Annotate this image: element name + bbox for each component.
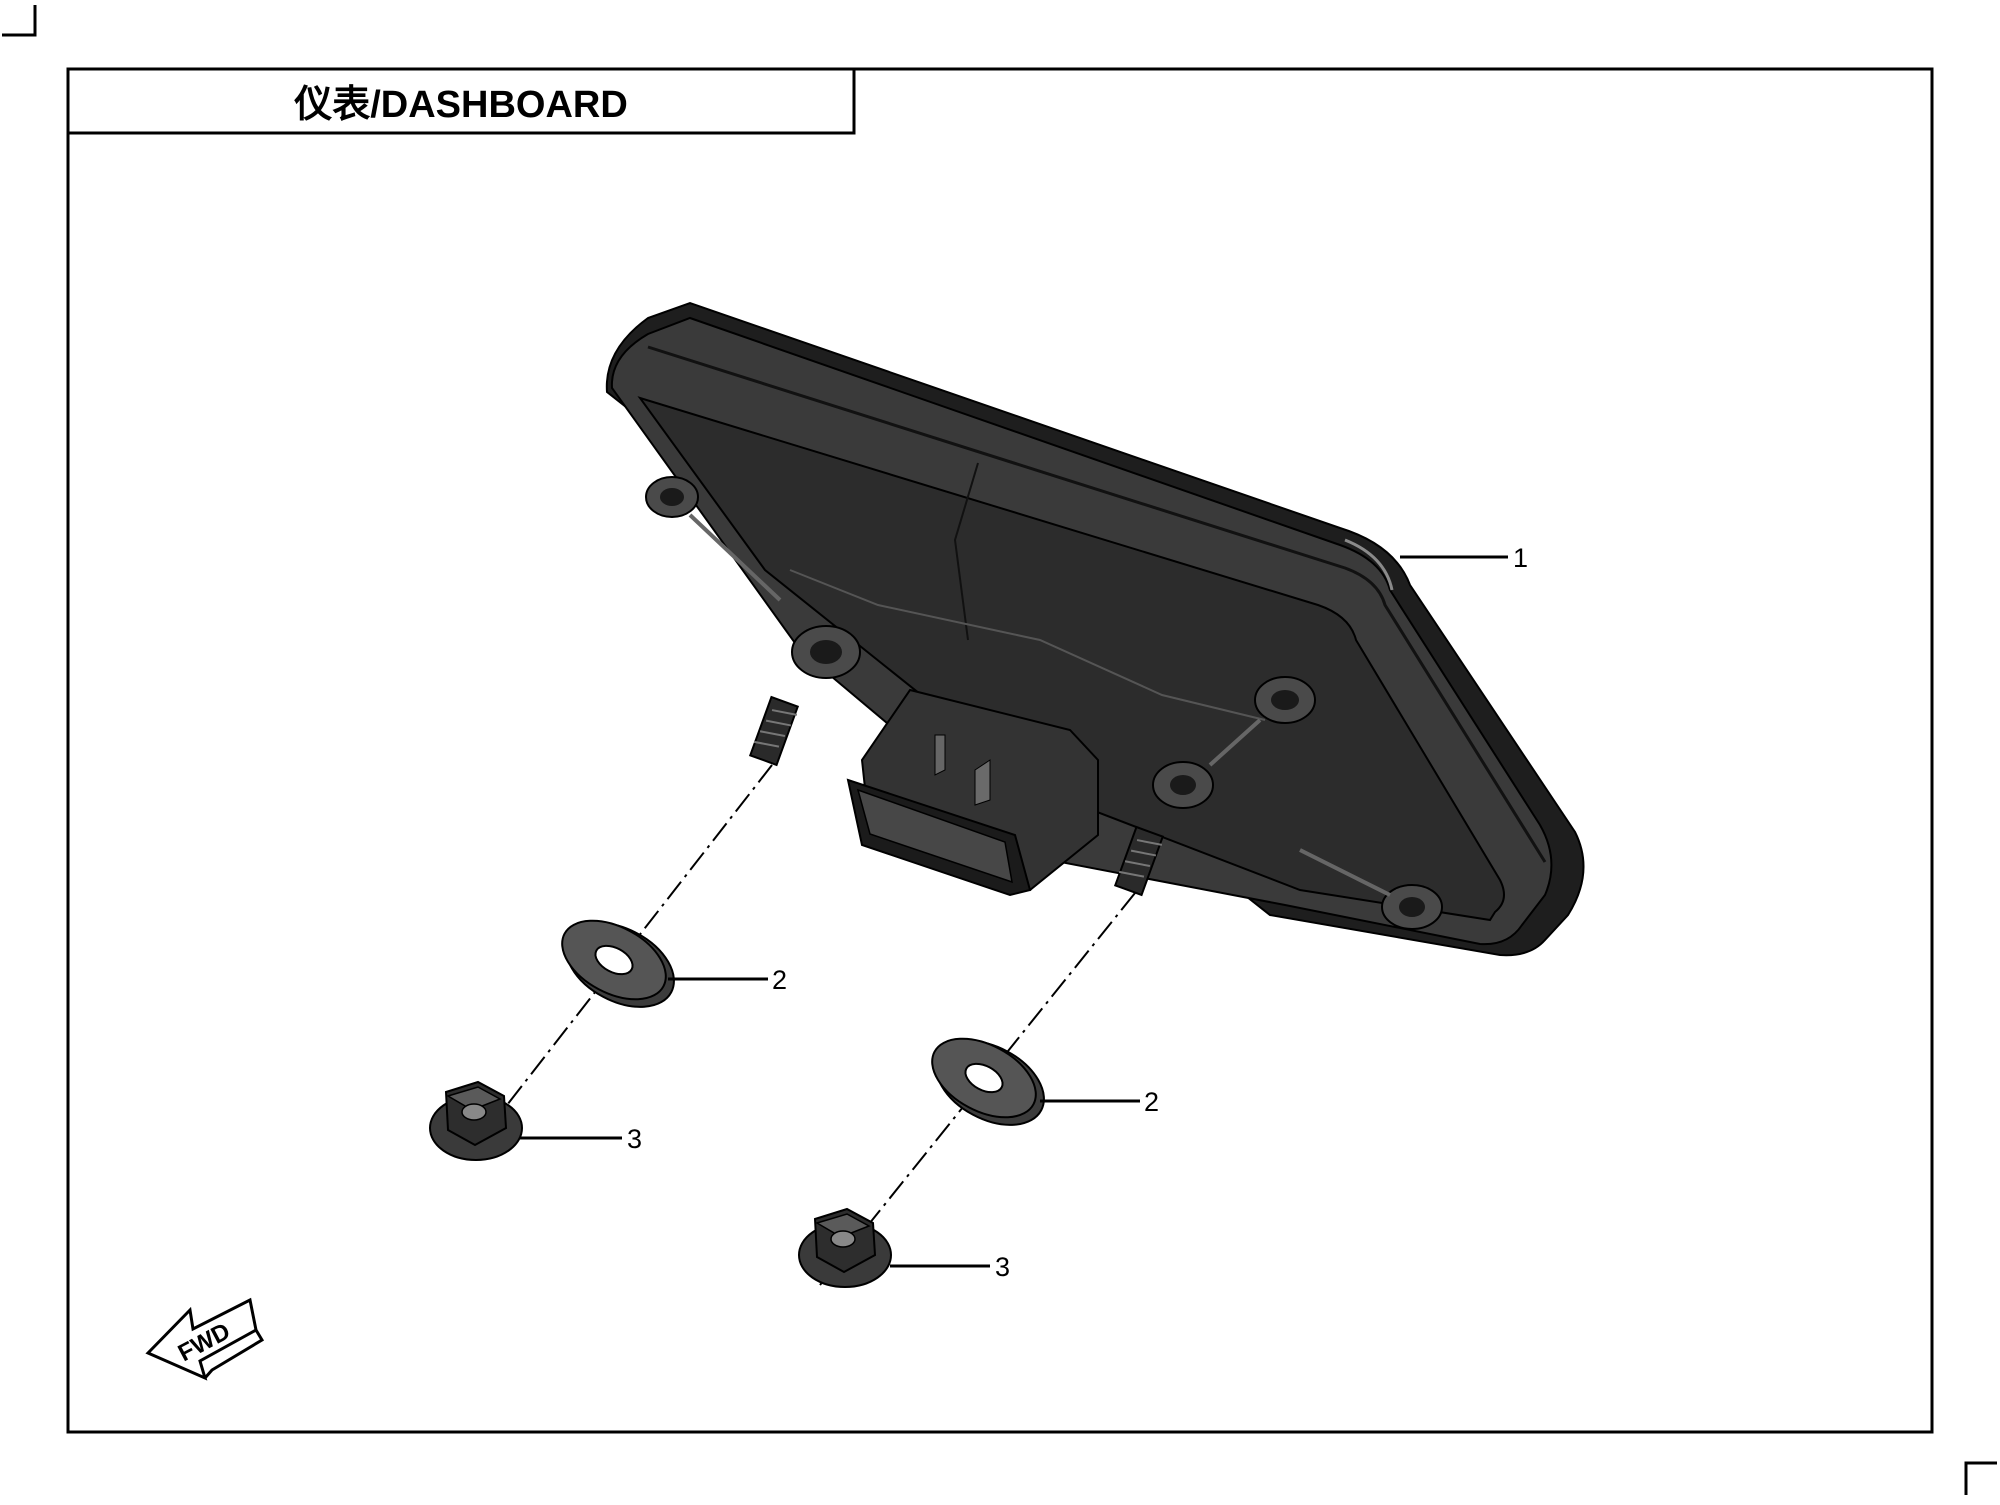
flange-nut-left bbox=[429, 1080, 523, 1161]
dashboard-housing bbox=[605, 301, 1585, 957]
forward-direction-arrow: FWD bbox=[145, 1297, 265, 1381]
housing-panel-edge bbox=[789, 569, 1266, 721]
callout-part-1: 1 bbox=[1513, 543, 1528, 573]
mounting-boss-lower-right bbox=[1152, 761, 1214, 809]
centerline-left bbox=[471, 764, 773, 1151]
housing-back-plate bbox=[637, 396, 1505, 922]
drawing-frame bbox=[66, 67, 1934, 1434]
mounting-boss-center-left bbox=[791, 625, 861, 679]
wiring-connector bbox=[846, 688, 1099, 897]
mounting-boss-center-right bbox=[1254, 676, 1316, 724]
housing-panel-split bbox=[953, 462, 979, 641]
callout-washer-upper: 2 bbox=[772, 965, 787, 995]
housing-seam bbox=[647, 345, 1547, 863]
callout-nut-right: 3 bbox=[995, 1252, 1010, 1282]
washer-upper bbox=[561, 919, 675, 1008]
mounting-boss-bottom-right bbox=[1381, 884, 1443, 930]
housing-rib-bottom bbox=[1299, 848, 1391, 897]
mounting-boss-top-left bbox=[645, 476, 699, 518]
callout-nut-left: 3 bbox=[627, 1124, 642, 1154]
stud-right bbox=[1113, 825, 1165, 897]
crop-mark-bottom-right bbox=[1964, 1461, 1997, 1495]
flange-nut-right bbox=[798, 1207, 892, 1288]
page-title: 仪表/DASHBOARD bbox=[293, 84, 628, 126]
housing-rib-left bbox=[688, 513, 782, 602]
callout-washer-lower: 2 bbox=[1144, 1087, 1159, 1117]
washer-lower bbox=[931, 1037, 1045, 1126]
stud-left bbox=[748, 695, 800, 767]
crop-mark-top-left bbox=[2, 5, 37, 37]
housing-rim-highlight bbox=[1344, 538, 1394, 591]
title-box bbox=[66, 67, 856, 135]
housing-rib-right bbox=[1208, 718, 1262, 767]
